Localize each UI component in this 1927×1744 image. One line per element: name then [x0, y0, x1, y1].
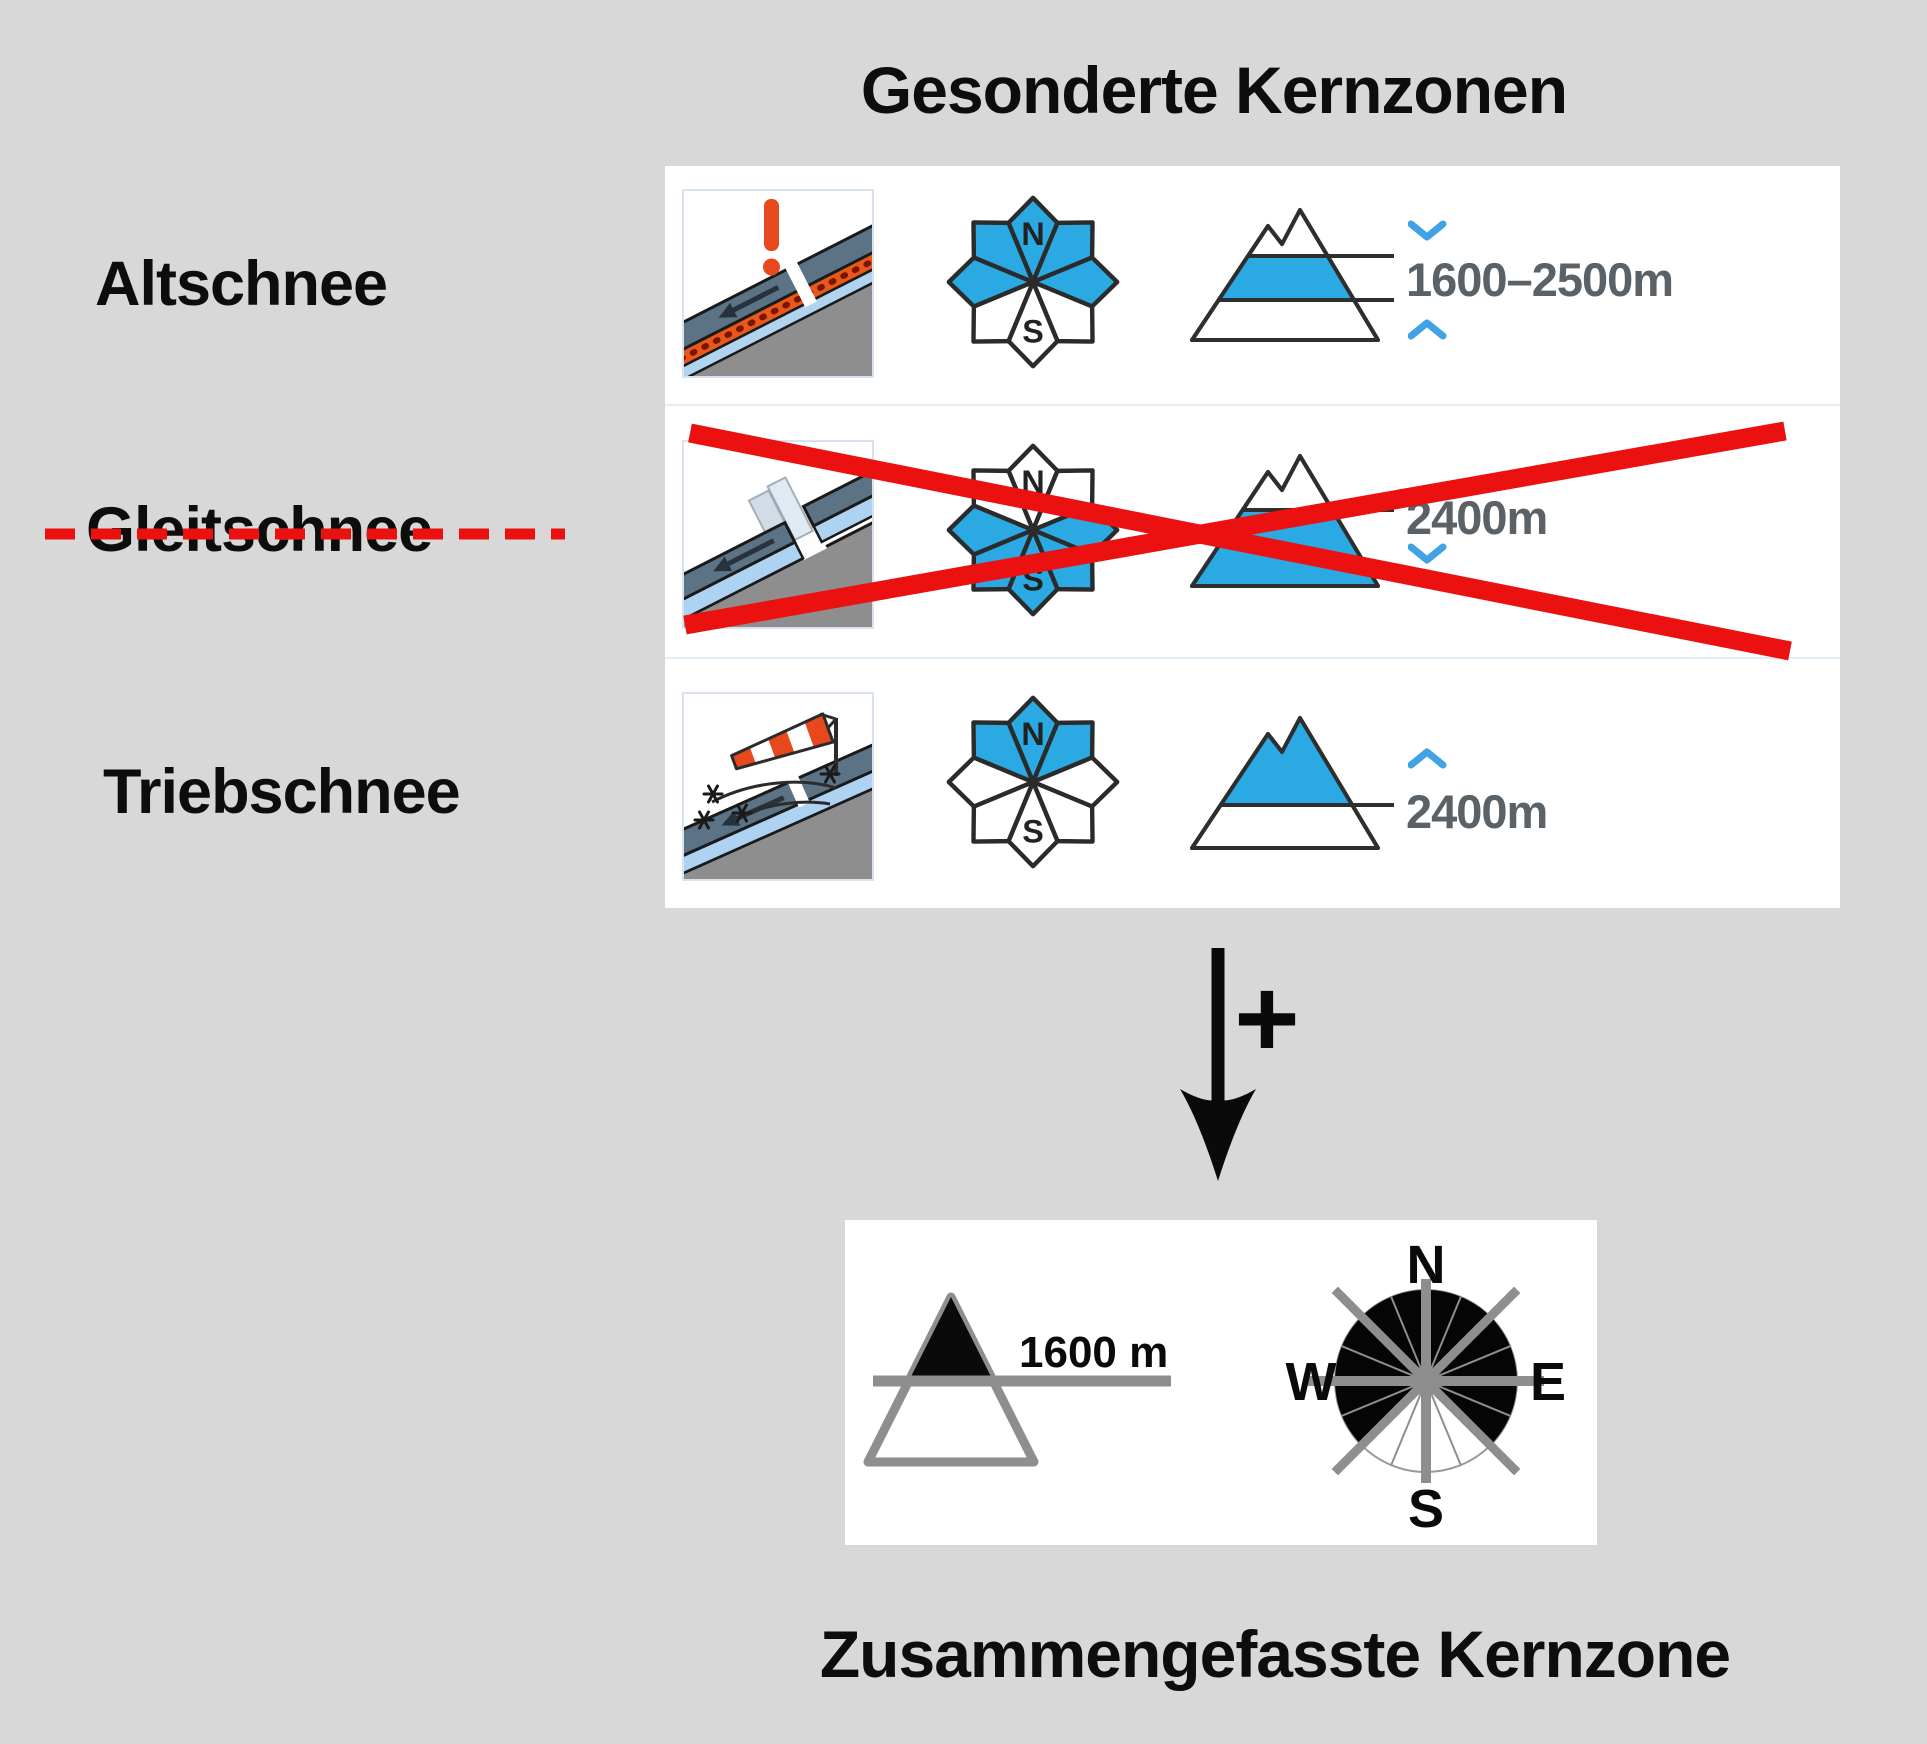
- mountain-band-icon-triebschnee: [1190, 716, 1394, 850]
- old-snow-icon: [682, 189, 874, 378]
- arrowhead: [1180, 1089, 1256, 1181]
- rose-petal-nw: [971, 720, 1036, 785]
- combined-elevation-text: 1600 m: [1019, 1328, 1168, 1377]
- label-gleitschnee: Gleitschnee: [86, 495, 433, 565]
- plus-sign: +: [1234, 956, 1299, 1081]
- windsock-icon: [730, 712, 835, 771]
- compass-label-e: E: [1530, 1352, 1566, 1412]
- elevation-text-gleitschnee: 2400m: [1406, 491, 1548, 544]
- chevron-up-icon: [1408, 319, 1447, 340]
- combined-zone-graphics: 1600 m N S W E: [863, 1235, 1566, 1539]
- rose-petal-nw: [971, 220, 1036, 285]
- chevron-down-icon: [1408, 220, 1447, 241]
- rose-south-label: S: [1022, 314, 1044, 350]
- compass-label-w: W: [1286, 1352, 1337, 1412]
- compass-label-s: S: [1408, 1479, 1444, 1539]
- gliding-snow-icon: [682, 440, 874, 629]
- rose-south-label: S: [1022, 814, 1044, 850]
- elevation-text-altschnee: 1600–2500m: [1406, 253, 1674, 306]
- elevation-text-triebschnee: 2400m: [1406, 785, 1548, 838]
- mountain-band-icon-gleitschnee: [1190, 454, 1394, 588]
- footer-title: Zusammengefasste Kernzone: [819, 1617, 1731, 1691]
- chevron-down-icon: [1408, 543, 1447, 564]
- row-separator: [665, 404, 1840, 406]
- label-triebschnee: Triebschnee: [103, 757, 461, 827]
- page-title: Gesonderte Kernzonen: [860, 53, 1568, 127]
- merge-arrow-icon: +: [1180, 948, 1300, 1181]
- aspect-rose-triebschnee: N S: [946, 695, 1120, 869]
- mountain-band-icon-altschnee: [1190, 208, 1394, 342]
- rose-north-label: N: [1021, 716, 1044, 752]
- combined-elevation-icon: 1600 m: [863, 1292, 1171, 1467]
- combined-aspect-rose: [1308, 1279, 1544, 1483]
- blue-elevation-band: [1192, 718, 1378, 805]
- rose-north-label: N: [1021, 216, 1044, 252]
- rose-north-label: N: [1021, 464, 1044, 500]
- label-altschnee: Altschnee: [95, 249, 388, 319]
- row-separator: [665, 657, 1840, 659]
- rose-south-label: S: [1022, 562, 1044, 598]
- blue-elevation-band: [1192, 256, 1378, 300]
- wind-drifted-snow-icon: [682, 692, 874, 881]
- aspect-rose-altschnee: N S: [946, 195, 1120, 369]
- compass-label-n: N: [1407, 1235, 1446, 1295]
- chevron-up-icon: [1408, 748, 1447, 769]
- aspect-rose-gleitschnee: N S: [946, 443, 1120, 617]
